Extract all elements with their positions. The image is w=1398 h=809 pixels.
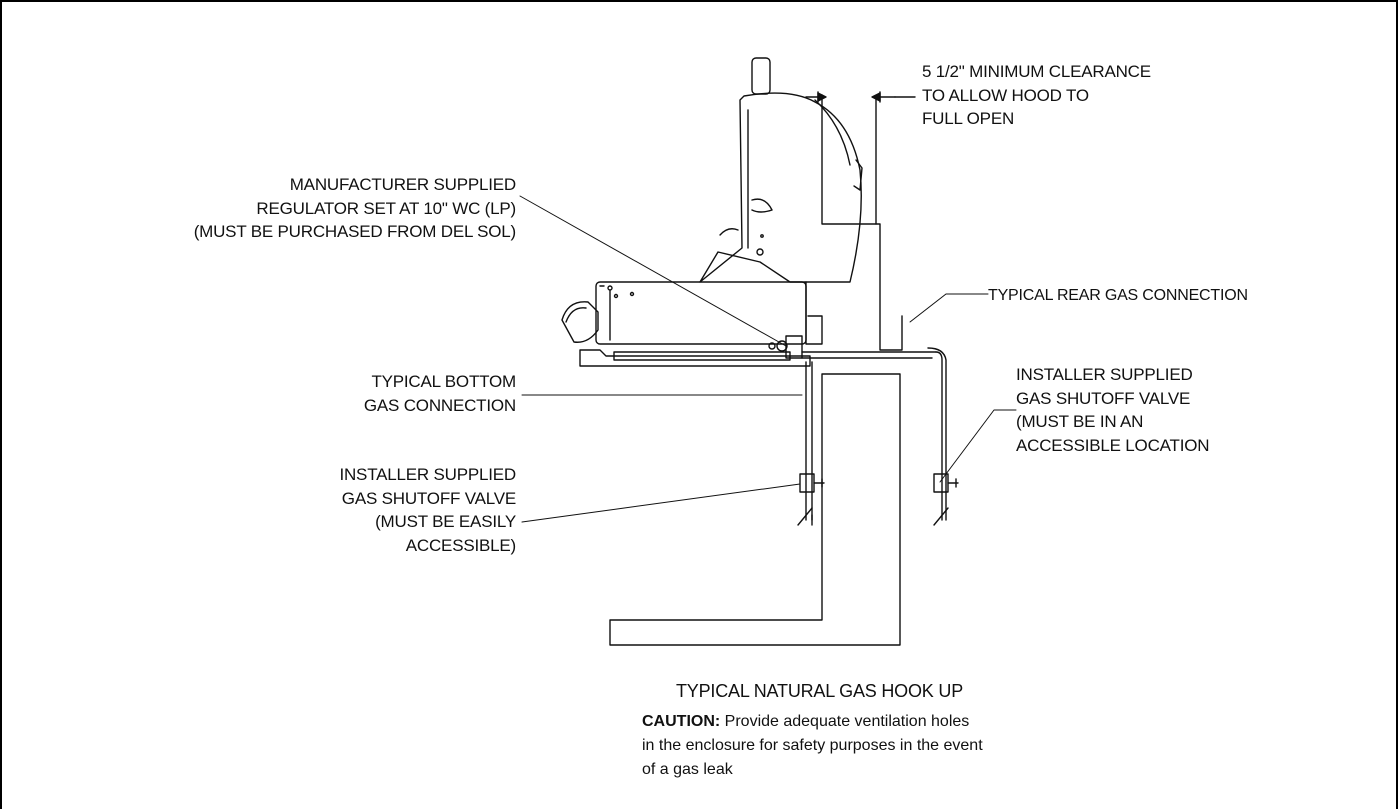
valve-left-line-2: GAS SHUTOFF VALVE (341, 488, 516, 508)
valve-left-line-3: (MUST BE EASILY (375, 512, 516, 531)
regulator-line-3: (MUST BE PURCHASED FROM DEL SOL) (193, 222, 517, 241)
valve-left-line-1: INSTALLER SUPPLIED (339, 465, 516, 484)
regulator-line-1: MANUFACTURER SUPPLIED (289, 175, 516, 194)
caution-line-1: Provide adequate ventilation holes (720, 713, 970, 730)
leader-lines (519, 195, 1017, 523)
enclosure (609, 94, 903, 646)
clearance-dimension (805, 91, 916, 103)
valve-right-callout: INSTALLER SUPPLIED GAS SHUTOFF VALVE (MU… (1016, 363, 1210, 457)
clearance-line-2: TO ALLOW HOOD TO (922, 85, 1089, 105)
caution-label: CAUTION: (642, 713, 721, 730)
valve-left-callout: INSTALLER SUPPLIED GAS SHUTOFF VALVE (MU… (339, 463, 516, 557)
valve-left-line-4: ACCESSIBLE) (405, 535, 516, 555)
valve-right-line-2: GAS SHUTOFF VALVE (1016, 388, 1191, 408)
clearance-line-3: FULL OPEN (922, 109, 1015, 128)
regulator-line-2: REGULATOR SET AT 10" WC (LP) (256, 198, 516, 218)
bottom-gas-callout: TYPICAL BOTTOM GAS CONNECTION (364, 370, 516, 417)
valve-right-line-4: ACCESSIBLE LOCATION (1016, 435, 1210, 455)
clearance-callout: 5 1/2" MINIMUM CLEARANCE TO ALLOW HOOD T… (922, 60, 1151, 131)
caption-title: TYPICAL NATURAL GAS HOOK UP (676, 681, 963, 701)
valve-right-line-1: INSTALLER SUPPLIED (1016, 365, 1193, 384)
rear-gas-callout: TYPICAL REAR GAS CONNECTION (988, 284, 1248, 308)
grill-body (561, 281, 811, 367)
clearance-line-1: 5 1/2" MINIMUM CLEARANCE (922, 62, 1151, 81)
grill-hood (699, 57, 863, 283)
rear-gas-line-1: TYPICAL REAR GAS CONNECTION (988, 287, 1248, 304)
gas-piping (797, 347, 959, 526)
caution-line-2: in the enclosure for safety purposes in … (642, 737, 983, 754)
regulator-callout: MANUFACTURER SUPPLIED REGULATOR SET AT 1… (193, 173, 517, 244)
bottom-gas-line-2: GAS CONNECTION (363, 395, 516, 415)
bottom-gas-line-1: TYPICAL BOTTOM (371, 372, 516, 391)
valve-right-line-3: (MUST BE IN AN (1016, 412, 1144, 431)
caution-note: CAUTION: Provide adequate ventilation ho… (642, 710, 983, 782)
caution-line-3: of a gas leak (642, 761, 733, 778)
